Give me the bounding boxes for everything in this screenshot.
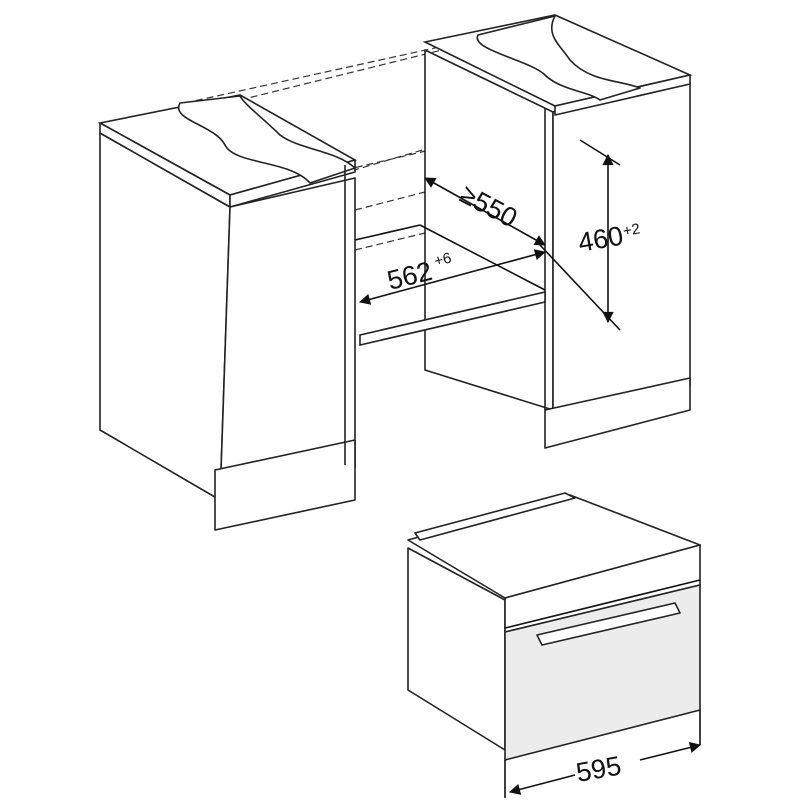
width-tolerance: +6 [432, 250, 453, 271]
right-cabinet [422, 14, 693, 449]
appliance-width-label: 595 [574, 751, 624, 788]
left-cabinet [97, 94, 358, 531]
height-tolerance: +2 [622, 220, 642, 240]
dimension-lines [358, 139, 621, 331]
oven [407, 492, 702, 798]
